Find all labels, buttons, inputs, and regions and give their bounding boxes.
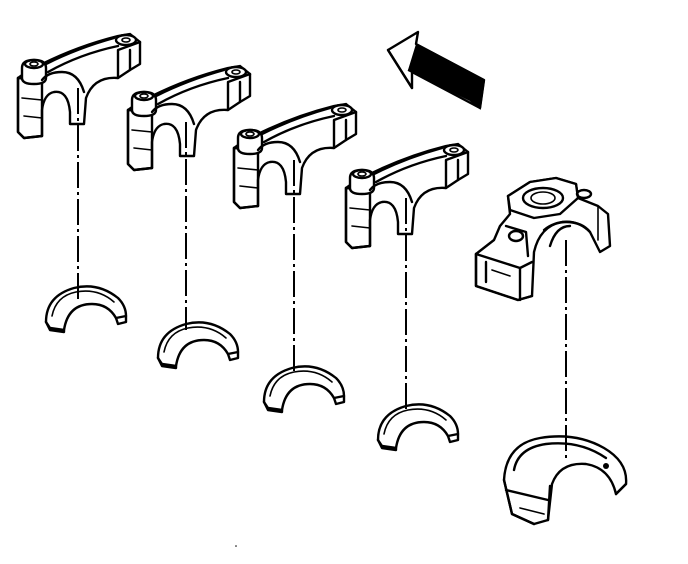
rear-main-bearing-cap xyxy=(474,176,612,302)
alignment-centerlines xyxy=(77,88,567,462)
bearing-shell-2 xyxy=(156,321,240,370)
bearing-shell-1 xyxy=(44,285,128,334)
main-bearing-cap-4 xyxy=(344,142,470,250)
front-direction-arrow-icon xyxy=(386,30,486,110)
bearing-shell-4 xyxy=(376,403,460,452)
bearing-shell-3 xyxy=(262,365,346,414)
main-bearing-cap-1 xyxy=(16,32,142,140)
main-bearing-cap-2 xyxy=(126,64,252,172)
thrust-bearing-shell xyxy=(502,435,628,526)
